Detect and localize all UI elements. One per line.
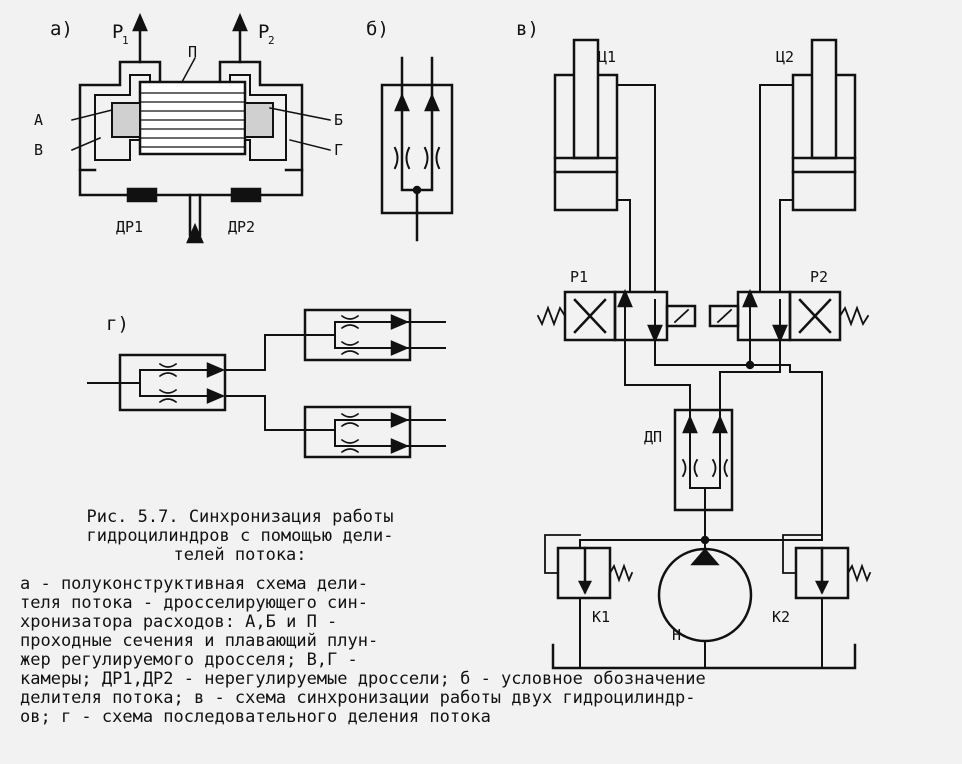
panel-v-label: в) bbox=[516, 18, 539, 40]
p2-subscript: 2 bbox=[268, 34, 275, 47]
caption-desc-line: теля потока - дросселирующего син- bbox=[20, 593, 368, 613]
figure-caption: Рис. 5.7. Синхронизация работы гидроцили… bbox=[20, 508, 950, 727]
caption-desc-line: камеры; ДР1,ДР2 - нерегулируемые дроссел… bbox=[20, 669, 706, 689]
tank bbox=[551, 643, 857, 670]
pump-label: Н bbox=[672, 626, 681, 644]
section-a-label: А bbox=[34, 111, 43, 129]
dr2-label: ДР2 bbox=[228, 218, 255, 236]
relief-valve-k2: К2 bbox=[772, 534, 872, 669]
p1-subscript: 1 bbox=[122, 34, 129, 47]
relief-valve-k1: К1 bbox=[544, 534, 634, 669]
panel-a-label: а) bbox=[50, 18, 73, 40]
plunger-label: П bbox=[188, 43, 197, 61]
pump-h: Н bbox=[657, 547, 753, 669]
cylinder-c1: Ц1 bbox=[553, 38, 619, 212]
caption-title-line: Рис. 5.7. Синхронизация работы bbox=[86, 507, 394, 527]
caption-desc-line: жер регулируемого дросселя; В,Г - bbox=[20, 650, 358, 670]
p2-label: P bbox=[258, 21, 269, 43]
panel-b-label: б) bbox=[366, 18, 389, 40]
caption-desc-line: проходные сечения и плавающий плун- bbox=[20, 631, 379, 651]
c2-label: Ц2 bbox=[776, 48, 794, 66]
caption-desc-line: хронизатора расходов: А,Б и П - bbox=[20, 612, 338, 632]
panel-v: в) Ц1 Ц2 Р1 bbox=[516, 18, 872, 670]
dr1-label: ДР1 bbox=[116, 218, 143, 236]
section-b-label: Б bbox=[334, 111, 343, 129]
caption-desc-line: а - полуконструктивная схема дели- bbox=[20, 574, 368, 594]
r2-label: Р2 bbox=[810, 268, 828, 286]
k1-label: К1 bbox=[592, 608, 610, 626]
caption-title-line: гидроцилиндров с помощью дели- bbox=[86, 526, 394, 546]
panel-a: а) P 1 P 2 П А В Б Г ДР1 ДР2 bbox=[34, 12, 343, 244]
panel-b: б) bbox=[366, 18, 454, 242]
valve-r1: Р1 bbox=[536, 268, 697, 344]
p1-label: P bbox=[112, 21, 123, 43]
c1-label: Ц1 bbox=[598, 48, 616, 66]
flow-divider-dp: ДП bbox=[644, 408, 734, 561]
caption-desc-line: делителя потока; в - схема синхронизации… bbox=[20, 688, 696, 708]
dp-label: ДП bbox=[644, 428, 662, 446]
cylinder-c2: Ц2 bbox=[776, 38, 857, 212]
caption-desc-line: ов; г - схема последовательного деления … bbox=[20, 707, 491, 727]
caption-title: Рис. 5.7. Синхронизация работы гидроцили… bbox=[20, 508, 460, 565]
k2-label: К2 bbox=[772, 608, 790, 626]
panel-g: г) bbox=[87, 308, 446, 459]
caption-description: а - полуконструктивная схема дели- теля … bbox=[20, 575, 950, 727]
chamber-g-label: Г bbox=[334, 141, 343, 159]
chamber-v-label: В bbox=[34, 141, 43, 159]
valve-r2: Р2 bbox=[708, 268, 870, 344]
caption-title-line: телей потока: bbox=[173, 545, 307, 565]
panel-g-label: г) bbox=[106, 313, 129, 335]
r1-label: Р1 bbox=[570, 268, 588, 286]
